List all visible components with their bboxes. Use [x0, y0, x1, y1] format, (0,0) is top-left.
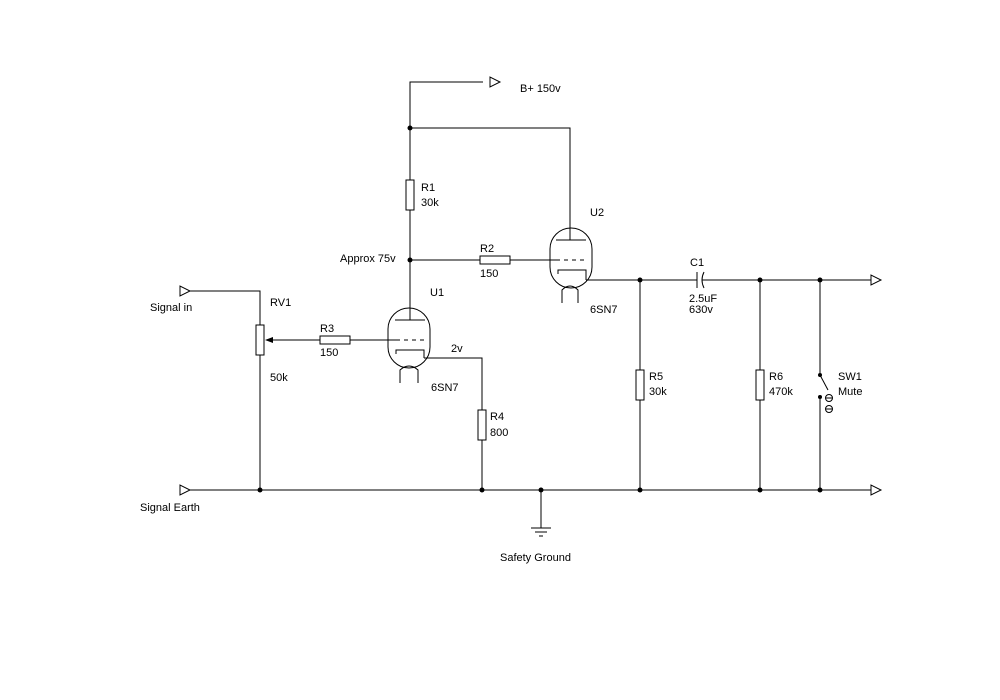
- triode-u1: [387, 307, 431, 383]
- c1-value: 2.5uF: [689, 293, 717, 305]
- r3-ref: R3: [320, 323, 334, 335]
- r4-ref: R4: [490, 411, 504, 423]
- resistor-r3: [319, 335, 351, 345]
- r5-value: 30k: [649, 386, 667, 398]
- sw1-function: Mute: [838, 386, 862, 398]
- safety-ground-icon: [531, 490, 551, 537]
- u1-ref: U1: [430, 287, 444, 299]
- potentiometer-rv1: [255, 324, 265, 356]
- r6-ref: R6: [769, 371, 783, 383]
- u2-ref: U2: [590, 207, 604, 219]
- resistor-r2: [479, 255, 511, 265]
- supply-rail: [407, 76, 571, 232]
- rv1-ref: RV1: [270, 297, 291, 309]
- mute-switch: [818, 280, 833, 490]
- rv1-value: 50k: [270, 372, 288, 384]
- r5-ref: R5: [649, 371, 663, 383]
- signal-earth-terminal-icon: [179, 484, 192, 496]
- signal-in-terminal-icon: [179, 285, 192, 297]
- supply-terminal-icon: [489, 76, 502, 88]
- signal-in-label: Signal in: [150, 302, 192, 314]
- resistor-r6: [755, 369, 765, 401]
- anode-node-label: Approx 75v: [340, 253, 396, 265]
- r2-ref: R2: [480, 243, 494, 255]
- r6-value: 470k: [769, 386, 793, 398]
- u2-type: 6SN7: [590, 304, 618, 316]
- u1-type: 6SN7: [431, 382, 459, 394]
- output-terminal-icon: [870, 274, 883, 286]
- wiper-arrow-icon: [265, 337, 273, 343]
- r4-value: 800: [490, 427, 508, 439]
- r1-ref: R1: [421, 182, 435, 194]
- safety-ground-label: Safety Ground: [500, 552, 571, 564]
- triode-u2: [549, 227, 640, 303]
- resistor-r1: [405, 179, 415, 211]
- r1-value: 30k: [421, 197, 439, 209]
- supply-label: B+ 150v: [520, 83, 561, 95]
- c1-rating: 630v: [689, 304, 713, 316]
- ground-rail: [179, 484, 883, 496]
- resistor-r5: [635, 369, 645, 401]
- resistor-r4: [477, 409, 487, 441]
- r2-value: 150: [480, 268, 498, 280]
- signal-earth-label: Signal Earth: [140, 502, 200, 514]
- cathode-node-label: 2v: [451, 343, 463, 355]
- r3-value: 150: [320, 347, 338, 359]
- c1-ref: C1: [690, 257, 704, 269]
- sw1-ref: SW1: [838, 371, 862, 383]
- output-ground-terminal-icon: [870, 484, 883, 496]
